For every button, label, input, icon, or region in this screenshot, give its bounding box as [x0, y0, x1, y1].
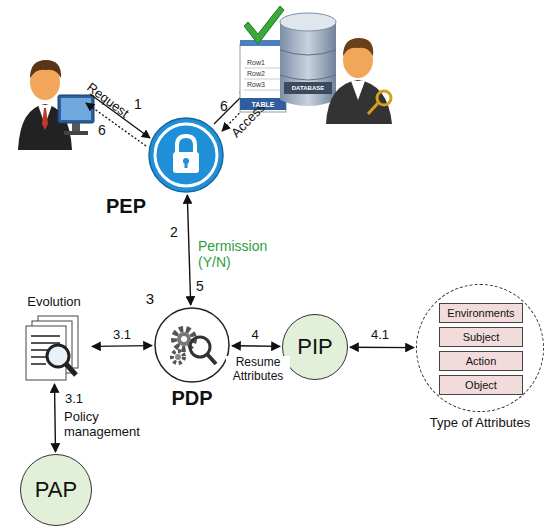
connector-arrow — [55, 384, 56, 452]
callout-number: 2 — [170, 225, 178, 239]
node-label: Object — [439, 379, 523, 392]
attribute-group: Type of AttributesEnvironmentsSubjectAct… — [416, 284, 544, 412]
pap-circle: PAP — [20, 454, 92, 526]
check-mark — [244, 6, 284, 44]
callout-number: 4.1 — [371, 328, 389, 341]
edge-label: Policy management — [64, 410, 150, 440]
callout-number: 1 — [134, 97, 142, 111]
attribute-box: Environments — [439, 303, 523, 323]
text-label: Row3 — [247, 81, 265, 88]
callout-number: 3.1 — [65, 392, 83, 405]
node-label: Environments — [439, 307, 523, 320]
database-icon — [280, 13, 336, 106]
text-label: TABLE — [252, 101, 275, 108]
attribute-box: Object — [439, 375, 523, 395]
pep-circle: PEP — [148, 117, 224, 193]
connector-arrow — [92, 345, 152, 347]
callout-number: 5 — [196, 279, 204, 293]
node-label: PAP — [24, 477, 88, 502]
text-label: Row2 — [247, 70, 265, 77]
connector-arrow — [187, 195, 190, 305]
connector-arrow — [350, 347, 414, 349]
connector-arrow — [232, 345, 280, 347]
node-label: Subject — [439, 331, 523, 344]
callout-number: 6 — [220, 99, 228, 113]
text-label: Row1 — [247, 59, 265, 66]
callout-number: 4 — [251, 328, 258, 341]
callout-number: 3.1 — [113, 328, 131, 341]
callout-number: 3 — [146, 291, 154, 306]
evolution-document: Evolution — [18, 312, 90, 382]
admin-icon — [326, 38, 392, 124]
edge-label: Resume Attributes — [226, 356, 290, 384]
text-label: DATABASE — [292, 85, 324, 91]
node-label: PIP — [285, 334, 345, 359]
node-label: PDP — [154, 387, 230, 410]
pdp-circle: PDP — [154, 307, 230, 383]
node-label: Type of Attributes — [412, 416, 547, 431]
table-icon — [240, 40, 286, 112]
pip-circle: PIP — [282, 314, 348, 380]
node-label: Evolution — [12, 295, 96, 310]
callout-number: 6 — [98, 123, 106, 137]
node-label: Action — [439, 355, 523, 368]
user-icon — [18, 60, 94, 150]
edge-label: Permission (Y/N) — [198, 238, 280, 270]
node-label: PEP — [106, 195, 162, 218]
attribute-box: Subject — [439, 327, 523, 347]
attribute-box: Action — [439, 351, 523, 371]
